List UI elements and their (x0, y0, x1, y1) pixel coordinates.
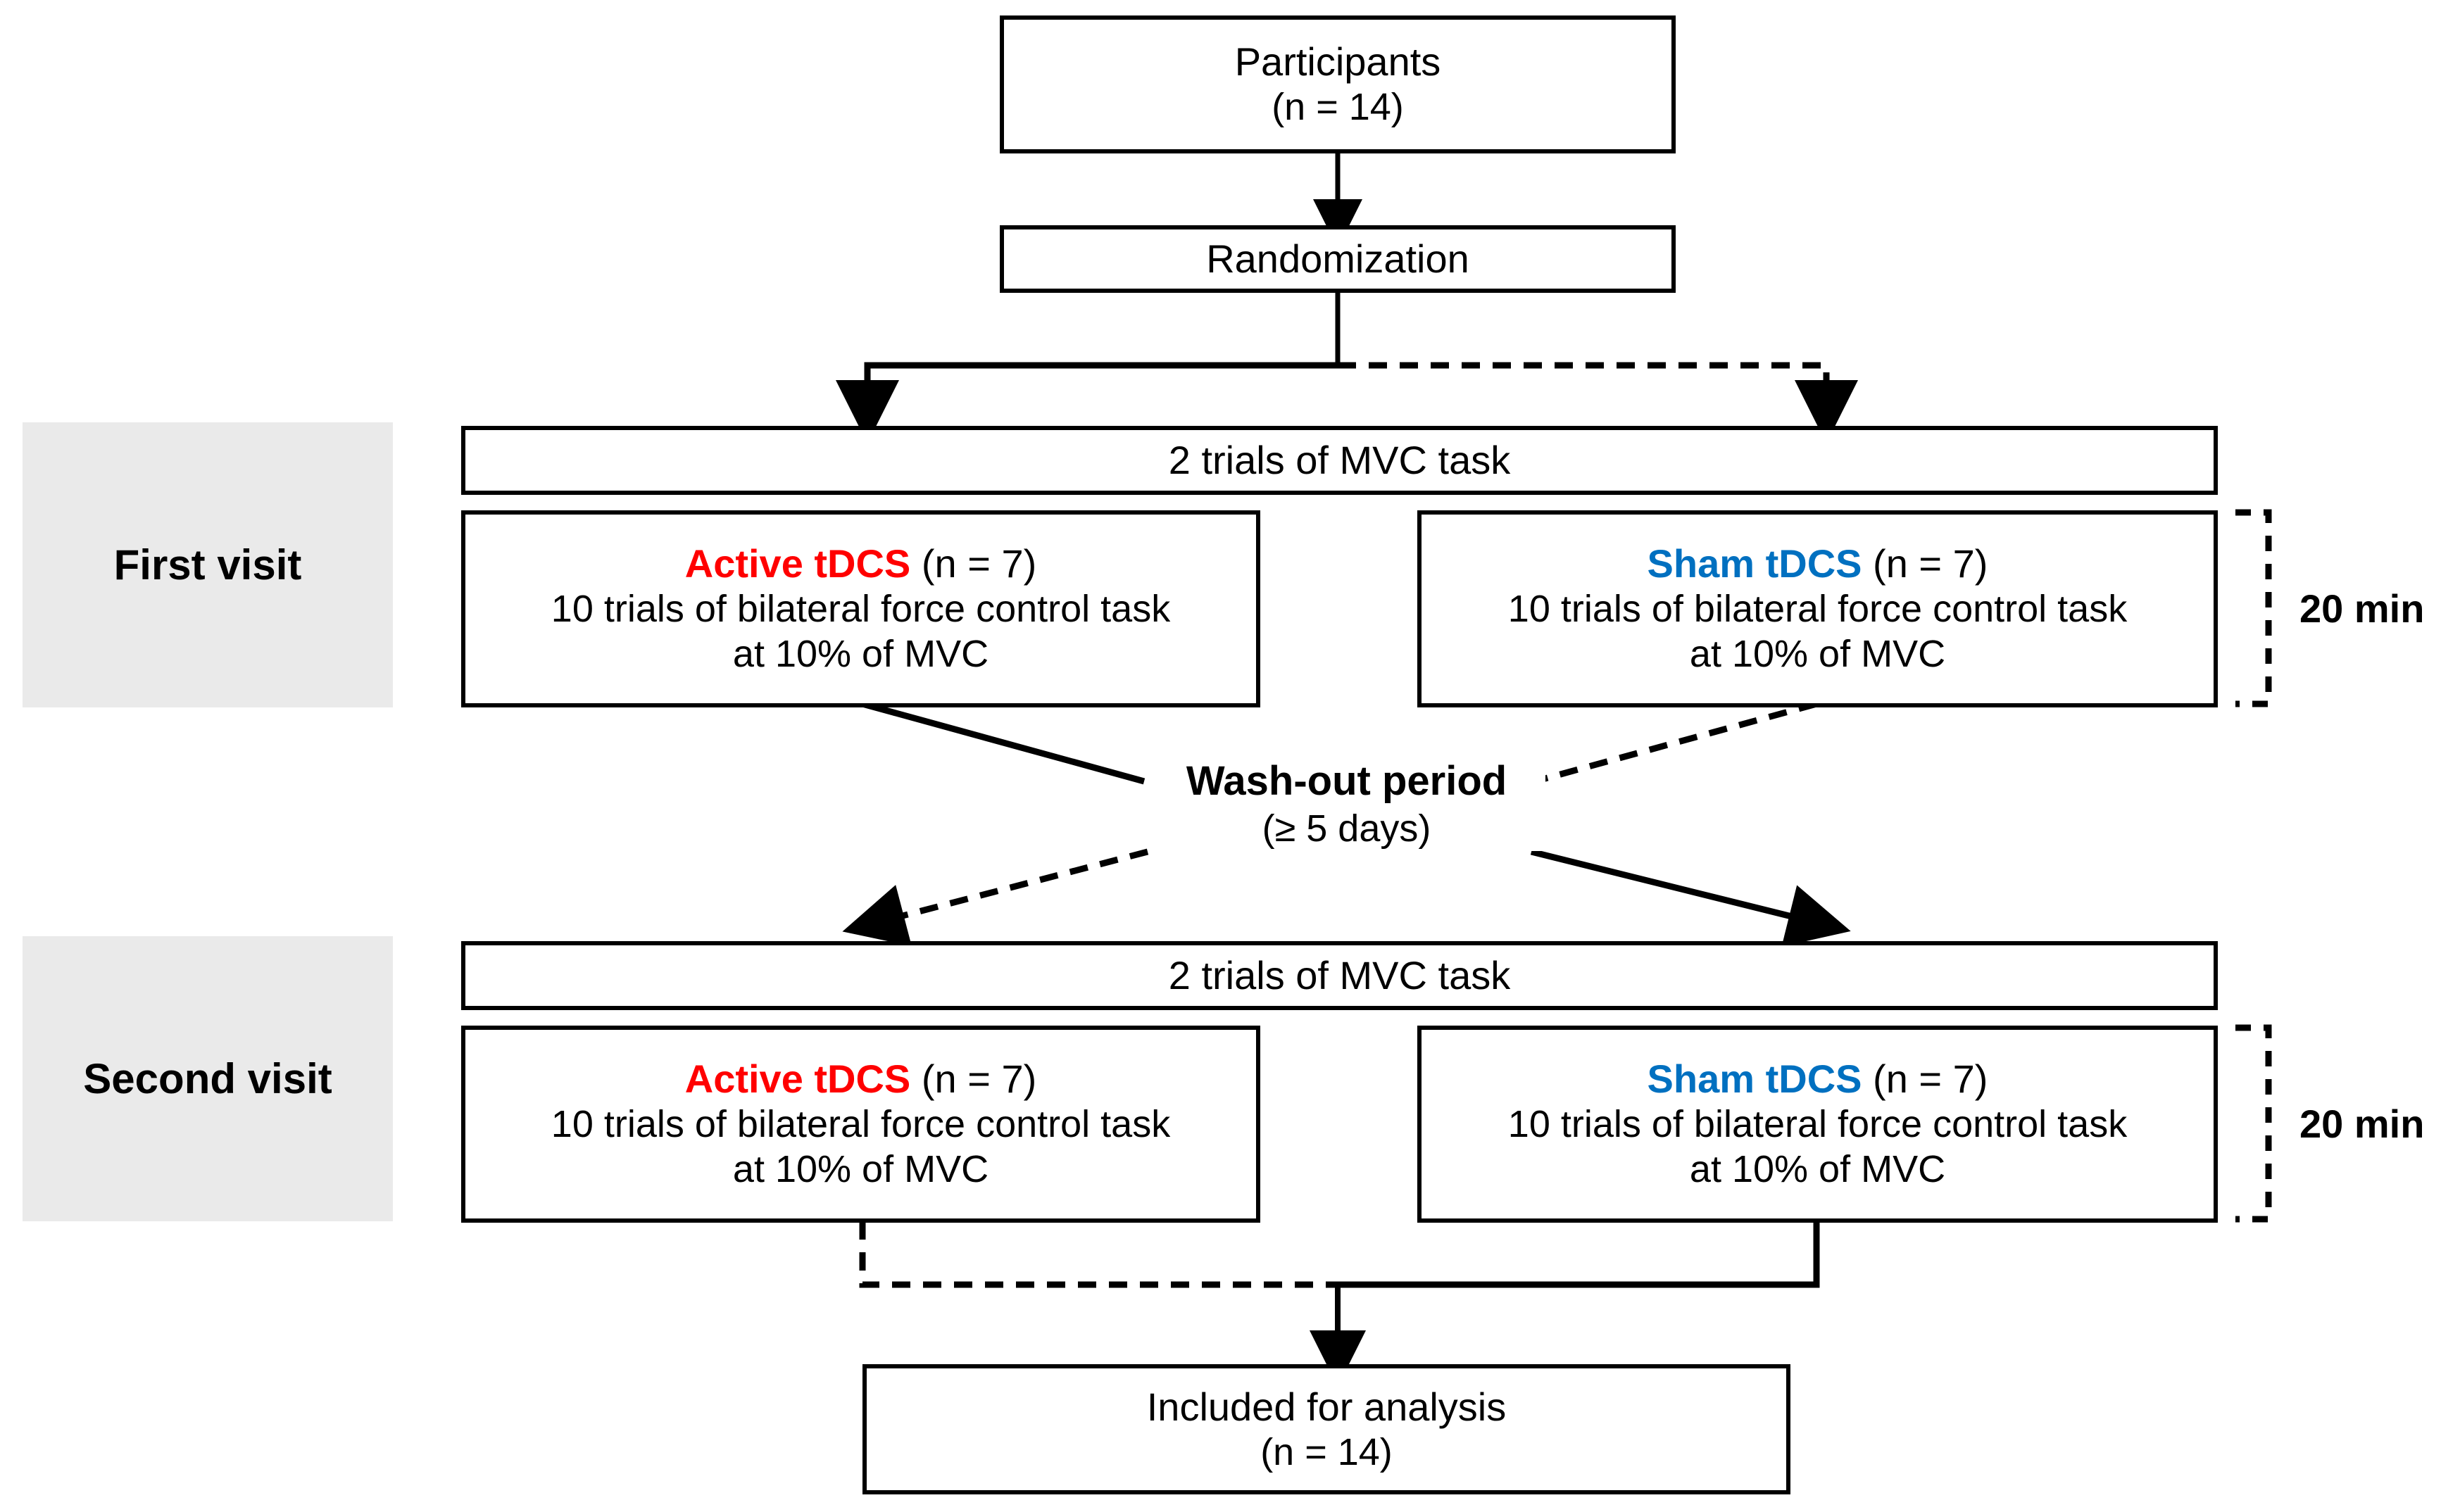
node-active-tdcs-second-visit[interactable]: Active tDCS (n = 7) 10 trials of bilater… (461, 1026, 1260, 1223)
connector-washout-to-sham-second (1530, 848, 1851, 947)
sham-first-group: Sham tDCS (1647, 541, 1862, 586)
active-second-heading: Active tDCS (n = 7) (685, 1056, 1037, 1102)
visit-tag-first-label: First visit (113, 541, 302, 588)
node-sham-tdcs-first-visit[interactable]: Sham tDCS (n = 7) 10 trials of bilateral… (1417, 510, 2218, 707)
connector-washout-to-active-second (842, 848, 1149, 947)
sham-second-heading: Sham tDCS (n = 7) (1648, 1056, 1988, 1102)
node-randomization[interactable]: Randomization (1000, 225, 1676, 293)
node-participants[interactable]: Participants (n = 14) (1000, 15, 1676, 153)
sham-second-group: Sham tDCS (1647, 1057, 1862, 1102)
active-first-line3: at 10% of MVC (732, 633, 989, 676)
mvc-second-label: 2 trials of MVC task (1168, 952, 1511, 997)
visit-tag-first: First visit (23, 422, 393, 707)
connector-randomization-right-dashed (1338, 362, 1858, 443)
mvc-first-label: 2 trials of MVC task (1168, 437, 1511, 482)
connector-randomization-left-solid (836, 362, 1338, 443)
node-mvc-second-visit[interactable]: 2 trials of MVC task (461, 941, 2218, 1010)
connector-sham-second-to-merge (1338, 1221, 1820, 1288)
connector-active-second-to-merge (859, 1221, 1338, 1288)
node-active-tdcs-first-visit[interactable]: Active tDCS (n = 7) 10 trials of bilater… (461, 510, 1260, 707)
duration-bracket-second-visit (2235, 1024, 2272, 1223)
active-second-line3: at 10% of MVC (732, 1148, 989, 1191)
participants-title: Participants (1234, 39, 1441, 84)
active-second-group: Active tDCS (684, 1057, 911, 1102)
sham-second-n: (n = 7) (1873, 1057, 1988, 1102)
randomization-title: Randomization (1206, 236, 1469, 281)
analysis-title: Included for analysis (1146, 1384, 1507, 1429)
duration-label-first-visit: 20 min (2299, 586, 2424, 631)
duration-label-second-visit: 20 min (2299, 1101, 2424, 1147)
connector-sham-first-to-washout (1533, 700, 1818, 785)
active-first-line2: 10 trials of bilateral force control tas… (551, 588, 1171, 631)
washout-title: Wash-out period (1186, 758, 1507, 804)
sham-second-line3: at 10% of MVC (1689, 1148, 1946, 1191)
sham-first-heading: Sham tDCS (n = 7) (1648, 541, 1988, 587)
active-first-group: Active tDCS (684, 541, 911, 586)
active-first-heading: Active tDCS (n = 7) (685, 541, 1037, 587)
node-sham-tdcs-second-visit[interactable]: Sham tDCS (n = 7) 10 trials of bilateral… (1417, 1026, 2218, 1223)
active-second-n: (n = 7) (921, 1057, 1037, 1102)
active-first-n: (n = 7) (921, 541, 1037, 586)
washout-period-label: Wash-out period (≥ 5 days) (1148, 757, 1545, 852)
sham-second-line2: 10 trials of bilateral force control tas… (1507, 1103, 2128, 1146)
duration-first-text: 20 min (2299, 586, 2425, 631)
duration-bracket-first-visit (2235, 509, 2272, 707)
duration-second-text: 20 min (2299, 1102, 2425, 1146)
sham-first-line2: 10 trials of bilateral force control tas… (1507, 588, 2128, 631)
visit-tag-second-label: Second visit (83, 1055, 332, 1102)
participants-count: (n = 14) (1272, 86, 1404, 129)
node-mvc-first-visit[interactable]: 2 trials of MVC task (461, 426, 2218, 495)
node-included-for-analysis[interactable]: Included for analysis (n = 14) (862, 1364, 1790, 1494)
visit-tag-second: Second visit (23, 936, 393, 1221)
connector-active-first-to-washout (861, 700, 1146, 785)
analysis-count: (n = 14) (1260, 1430, 1393, 1473)
washout-detail: (≥ 5 days) (1262, 807, 1431, 850)
sham-first-n: (n = 7) (1873, 541, 1988, 586)
sham-first-line3: at 10% of MVC (1689, 633, 1946, 676)
active-second-line2: 10 trials of bilateral force control tas… (551, 1103, 1171, 1146)
